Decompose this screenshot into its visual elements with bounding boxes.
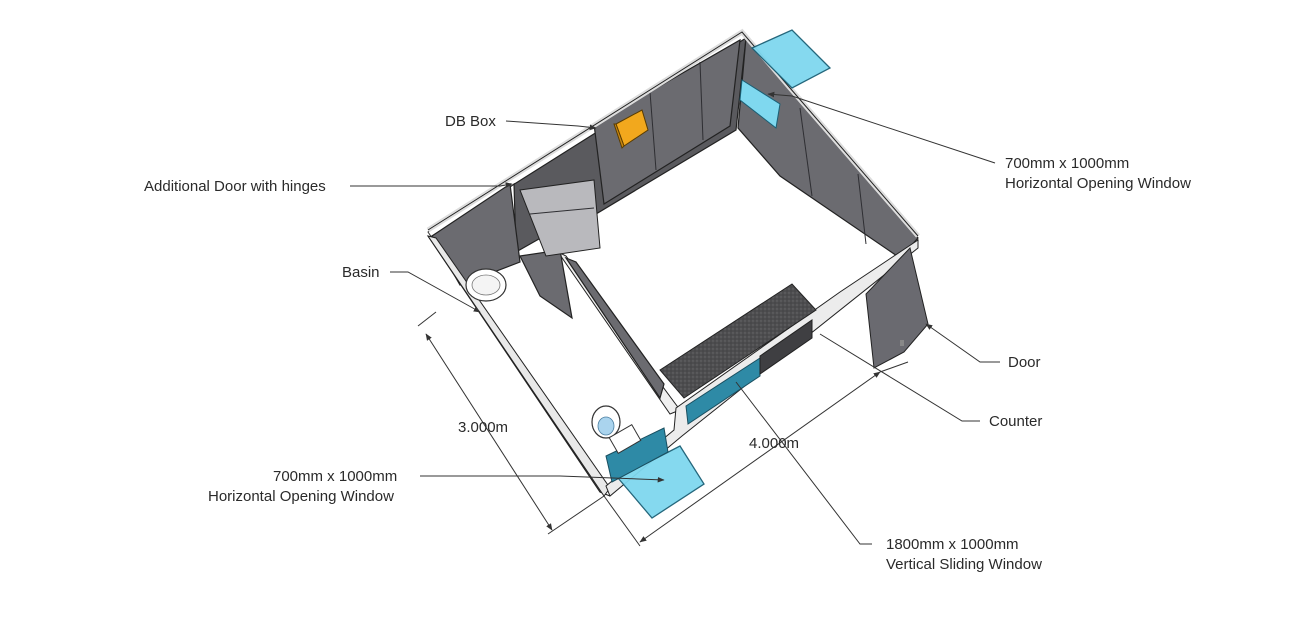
dimension-line-length [639, 371, 881, 543]
dimension-line-width [425, 333, 553, 531]
main-back-wall [593, 38, 741, 206]
wall-panel-line [857, 173, 867, 245]
leader-door [925, 323, 1000, 363]
db-box-side [613, 123, 625, 149]
leader-sliding-window [735, 381, 872, 545]
dimension-tick [879, 361, 909, 373]
dimension-tick [603, 495, 641, 547]
dimension-width-label: 3.000m [458, 419, 509, 436]
door-handle [900, 340, 904, 346]
label-top-right-window-type: Horizontal Opening Window [1005, 175, 1191, 192]
label-top-right-window-size: 700mm x 1000mm [1005, 155, 1130, 172]
dimension-tick [417, 311, 437, 327]
top-right-window-glass [750, 29, 832, 89]
dimension-length-label: 4.000m [749, 435, 800, 452]
label-door: Door [1008, 354, 1041, 371]
leader-basin [390, 271, 481, 313]
wall-panel-line [649, 91, 657, 171]
toilet-cistern [608, 424, 642, 454]
vertical-sliding-window-frame [759, 319, 813, 375]
label-bottom-left-window-type: Horizontal Opening Window [208, 488, 394, 505]
label-basin: Basin [342, 264, 380, 281]
leader-counter [819, 333, 980, 422]
leader-top-right-window [767, 91, 996, 164]
label-sliding-window-size: 1800mm x 1000mm [886, 536, 1019, 553]
label-sliding-window-type: Vertical Sliding Window [886, 556, 1042, 573]
basin-bowl [471, 274, 501, 296]
label-additional-door: Additional Door with hinges [144, 178, 326, 195]
wall-panel-line [799, 107, 813, 197]
label-db-box: DB Box [445, 113, 496, 130]
leader-db-box [505, 120, 597, 131]
dimension-tick [547, 495, 605, 535]
door-panel-line [529, 207, 595, 215]
entrance-door [865, 246, 929, 369]
label-bottom-left-window-size: 700mm x 1000mm [273, 468, 398, 485]
additional-door [519, 179, 601, 257]
leader-additional-door [350, 182, 513, 188]
toilet-bowl [597, 416, 615, 436]
wall-panel-line [699, 61, 704, 141]
label-counter: Counter [989, 413, 1043, 430]
